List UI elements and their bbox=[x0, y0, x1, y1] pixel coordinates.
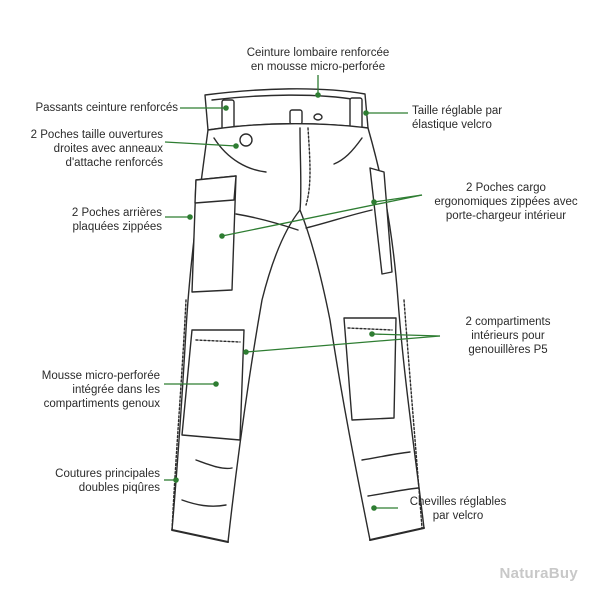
label-taille: Taille réglable par élastique velcro bbox=[412, 105, 503, 131]
dot-arrieres bbox=[187, 214, 193, 220]
label-poches-taille: 2 Poches taille ouvertures droites avec … bbox=[30, 129, 163, 169]
thigh-seam-right bbox=[305, 209, 373, 229]
label-mousse: Mousse micro-perforée intégrée dans les … bbox=[41, 370, 160, 410]
label-compartiments: 2 compartiments intérieurs pour genouill… bbox=[465, 316, 551, 356]
belt-loop-right bbox=[349, 97, 363, 131]
naturabuy-watermark: NaturaBuy bbox=[499, 565, 578, 582]
thigh-seam-left bbox=[235, 213, 299, 231]
dot-compartiments-a bbox=[369, 331, 375, 337]
dot-cargo-b bbox=[219, 233, 225, 239]
hem-left bbox=[171, 529, 229, 543]
fold-left-2 bbox=[181, 499, 227, 507]
knee-seam-left bbox=[195, 339, 241, 343]
waist-pocket-left bbox=[213, 137, 267, 173]
dot-chevilles bbox=[371, 505, 377, 511]
leader-compartiments-b bbox=[245, 335, 441, 353]
label-poches-cargo: 2 Poches cargo ergonomiques zippées avec… bbox=[434, 182, 578, 222]
knee-panel-right bbox=[343, 317, 397, 421]
fold-left-1 bbox=[195, 459, 233, 470]
waist-pocket-right bbox=[333, 137, 363, 165]
dot-cargo-a bbox=[371, 199, 377, 205]
dot-ceinture bbox=[315, 92, 321, 98]
dot-taille bbox=[363, 110, 369, 116]
fold-right-1 bbox=[361, 451, 411, 461]
knee-panel-left bbox=[181, 329, 245, 441]
dot-poches-taille bbox=[233, 143, 239, 149]
leader-cargo-b bbox=[221, 194, 423, 237]
dot-passants bbox=[223, 105, 229, 111]
cargo-flap-left bbox=[194, 175, 237, 204]
fold-right-2 bbox=[367, 487, 419, 497]
hem-right bbox=[369, 527, 425, 541]
cargo-pocket-right bbox=[369, 167, 393, 275]
waist-button bbox=[313, 113, 323, 121]
fly-seam bbox=[299, 127, 302, 211]
knee-seam-right bbox=[347, 327, 393, 331]
fly-stitch bbox=[305, 127, 311, 206]
dot-mousse bbox=[213, 381, 219, 387]
leader-poches-taille bbox=[164, 141, 237, 147]
label-coutures: Coutures principales doubles piqûres bbox=[55, 468, 160, 494]
label-poches-arrieres: 2 Poches arrières plaquées zippées bbox=[71, 207, 162, 233]
leader-compartiments-a bbox=[371, 333, 441, 337]
dot-compartiments-b bbox=[243, 349, 249, 355]
pocket-ring-left bbox=[239, 133, 253, 147]
belt-loop-center bbox=[289, 109, 303, 125]
label-chevilles: Chevilles réglables par velcro bbox=[409, 496, 507, 522]
side-seam-right bbox=[403, 299, 423, 529]
side-seam-left bbox=[171, 299, 187, 531]
label-passants: Passants ceinture renforcés bbox=[35, 102, 178, 114]
label-ceinture: Ceinture lombaire renforcée en mousse mi… bbox=[246, 47, 390, 73]
dot-coutures bbox=[173, 477, 179, 483]
waistband-inner bbox=[211, 94, 359, 101]
